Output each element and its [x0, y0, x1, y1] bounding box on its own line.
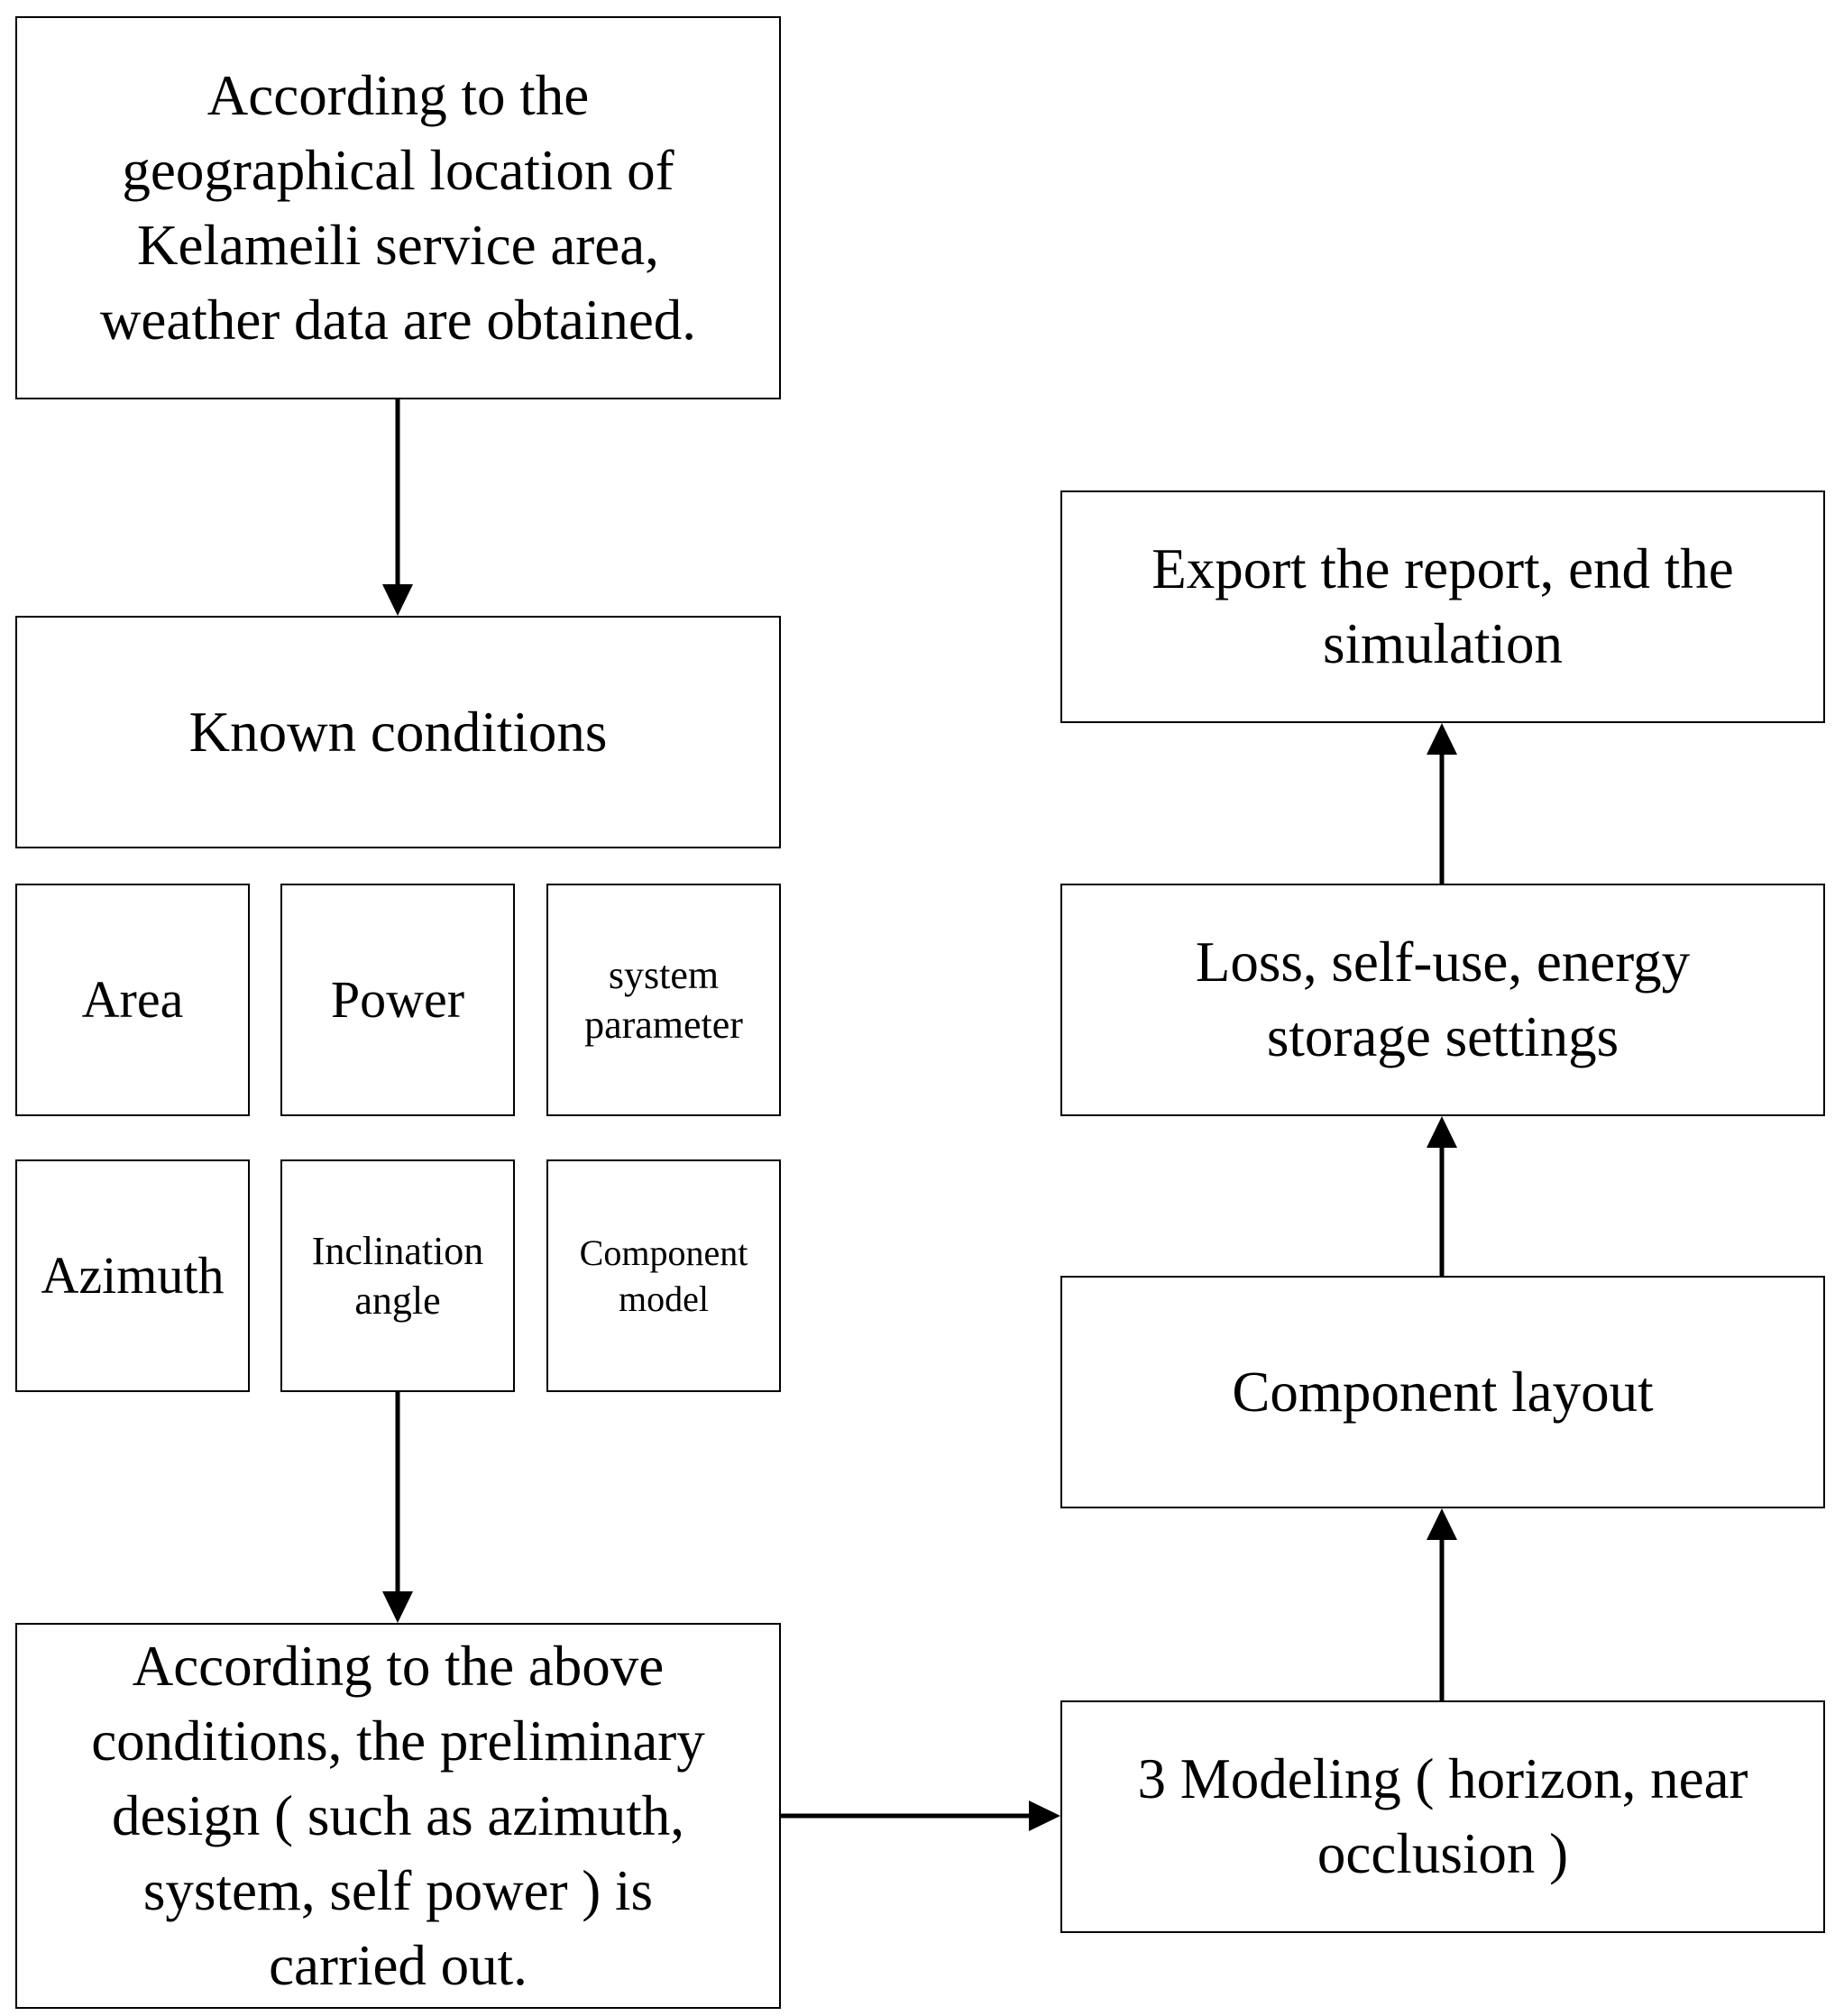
node-loss-settings-label: Loss, self-use, energy storage settings: [1195, 930, 1691, 1068]
arrow-loss-to-export: [1427, 723, 1457, 884]
node-component-model: Component model: [546, 1159, 781, 1392]
node-3-modeling-label: 3 Modeling ( horizon, near occlusion ): [1137, 1747, 1748, 1885]
node-area-label: Area: [81, 970, 184, 1029]
node-component-layout: Component layout: [1060, 1276, 1825, 1508]
arrow-modeling-to-layout: [1427, 1508, 1457, 1700]
node-preliminary-design-label: According to the above conditions, the p…: [91, 1634, 705, 1997]
node-system-parameter: system parameter: [546, 884, 781, 1116]
node-inclination-angle-label: Inclination angle: [311, 1229, 484, 1323]
node-azimuth: Azimuth: [15, 1159, 250, 1392]
node-export-report-label: Export the report, end the simulation: [1151, 537, 1734, 675]
node-component-layout-label: Component layout: [1232, 1360, 1654, 1424]
node-weather-data-label: According to the geographical location o…: [99, 63, 697, 352]
node-weather-data: According to the geographical location o…: [15, 16, 781, 399]
arrow-preliminary-to-modeling: [781, 1801, 1060, 1831]
arrow-weather-to-known: [382, 399, 413, 616]
node-area: Area: [15, 884, 250, 1116]
node-preliminary-design: According to the above conditions, the p…: [15, 1623, 781, 2009]
node-power: Power: [280, 884, 515, 1116]
arrow-layout-to-loss: [1427, 1116, 1457, 1276]
node-known-conditions-label: Known conditions: [188, 700, 608, 764]
node-azimuth-label: Azimuth: [41, 1246, 225, 1305]
arrow-conditions-to-preliminary: [382, 1392, 413, 1623]
node-3-modeling: 3 Modeling ( horizon, near occlusion ): [1060, 1700, 1825, 1933]
node-component-model-label: Component model: [579, 1233, 748, 1319]
node-export-report: Export the report, end the simulation: [1060, 490, 1825, 723]
node-inclination-angle: Inclination angle: [280, 1159, 515, 1392]
node-known-conditions: Known conditions: [15, 616, 781, 848]
node-loss-settings: Loss, self-use, energy storage settings: [1060, 884, 1825, 1116]
node-power-label: Power: [330, 970, 465, 1029]
node-system-parameter-label: system parameter: [584, 953, 743, 1047]
